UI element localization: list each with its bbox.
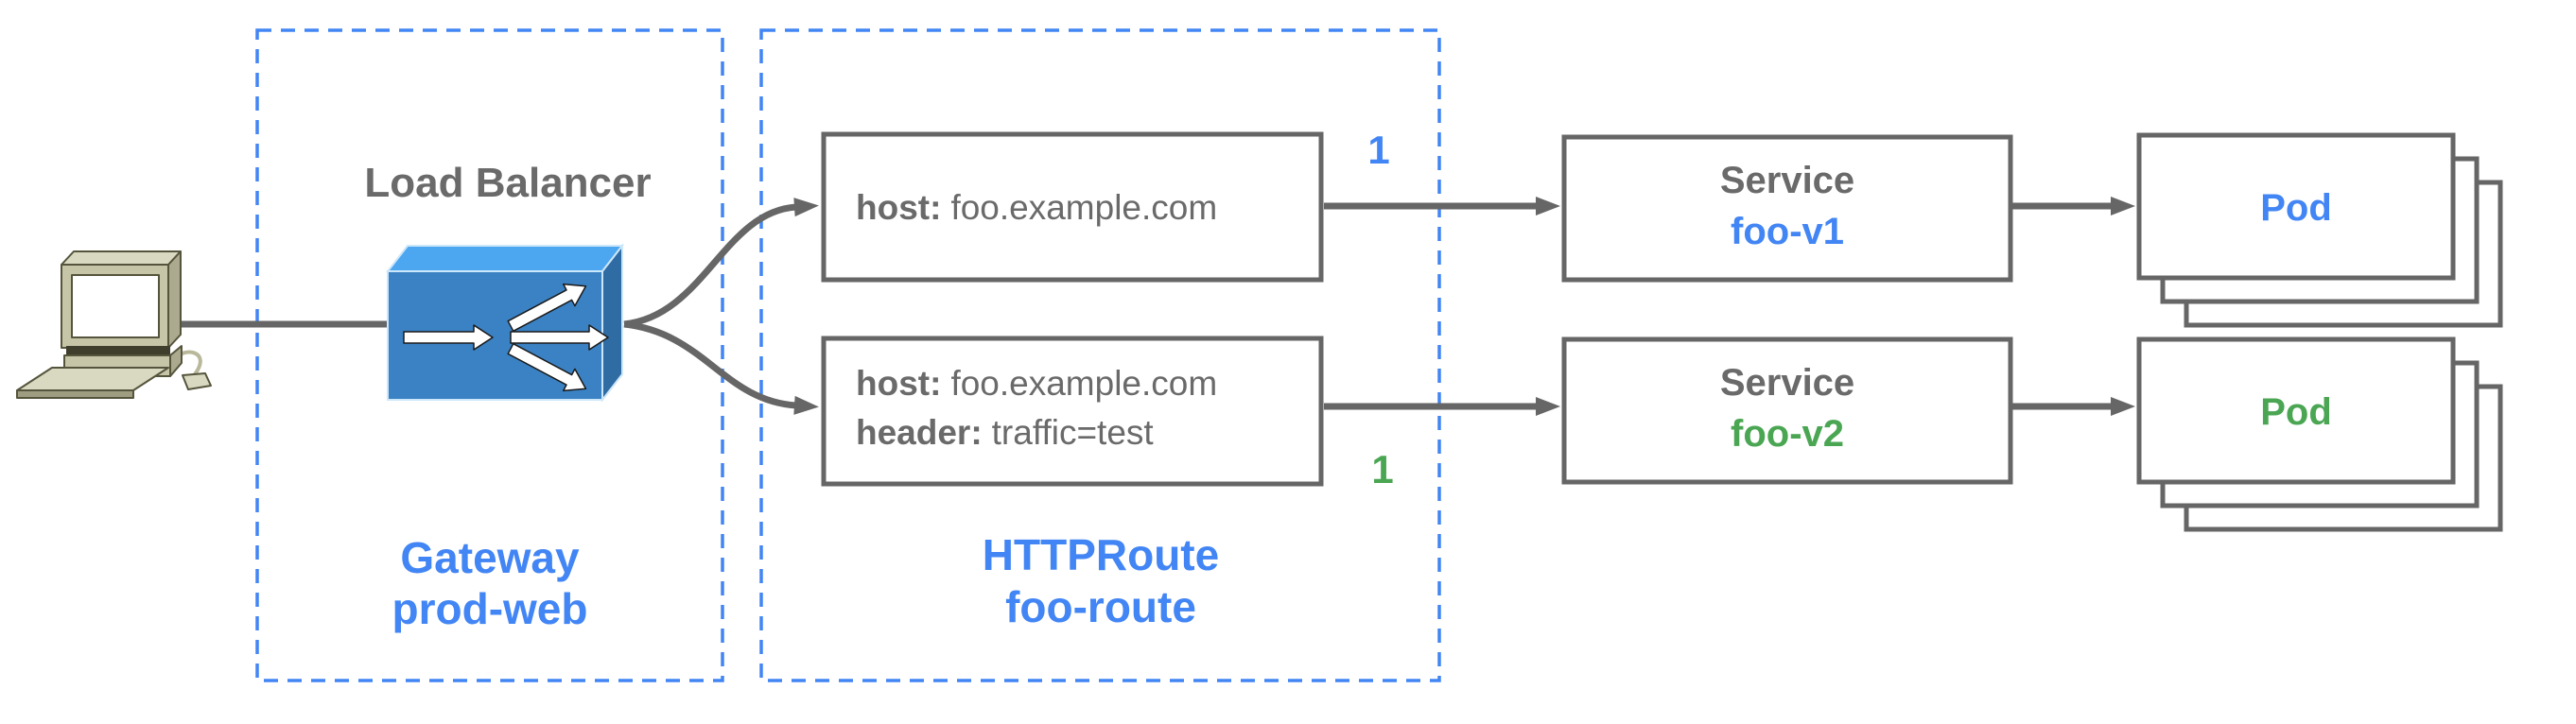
service-v1-title: Service — [1720, 160, 1854, 201]
rule-2-header-value: traffic=test — [992, 413, 1155, 452]
rule-2-host-key: host: — [856, 364, 941, 403]
service-v1-name: foo-v1 — [1731, 211, 1844, 252]
httproute-kind-label: HTTPRoute — [983, 530, 1219, 579]
rule-1-weight: 1 — [1367, 128, 1389, 172]
route-rule-2-header-match: header:traffic=test — [856, 413, 1154, 452]
gateway-to-rule2-arrow — [623, 320, 819, 415]
gateway-kind-label: Gateway — [400, 533, 580, 582]
service-v2-name: foo-v2 — [1731, 413, 1844, 455]
httproute-boundary — [759, 28, 1441, 682]
client-computer-icon — [16, 250, 390, 399]
service-v1-box — [1561, 134, 2013, 283]
rule-2-weight: 1 — [1371, 447, 1393, 491]
service-v2-box — [1561, 336, 2013, 485]
mouse-icon — [182, 372, 212, 390]
pod-v1-label: Pod — [2260, 187, 2332, 229]
pod-v2-stack: Pod — [2136, 336, 2503, 532]
pod-v2-label: Pod — [2260, 391, 2332, 433]
httproute-name-label: foo-route — [1005, 582, 1196, 631]
route-rule-1-box — [821, 131, 1324, 283]
route-rule-1-match: host:foo.example.com — [856, 188, 1217, 227]
rule-2-header-key: header: — [856, 413, 983, 452]
route-rule-2-host-match: host:foo.example.com — [856, 364, 1217, 403]
route-rule-2-box — [821, 336, 1324, 487]
gateway-boundary — [255, 28, 724, 682]
pod-v1-stack: Pod — [2136, 132, 2503, 328]
rule-1-host-key: host: — [856, 188, 941, 227]
load-balancer-label: Load Balancer — [364, 160, 651, 206]
service-v2-title: Service — [1720, 362, 1854, 404]
load-balancer-icon — [385, 243, 625, 403]
rule-2-host-value: foo.example.com — [950, 364, 1217, 403]
rule-1-host-value: foo.example.com — [950, 188, 1217, 227]
gateway-name-label: prod-web — [392, 584, 588, 633]
gateway-to-rule1-arrow — [623, 198, 819, 328]
